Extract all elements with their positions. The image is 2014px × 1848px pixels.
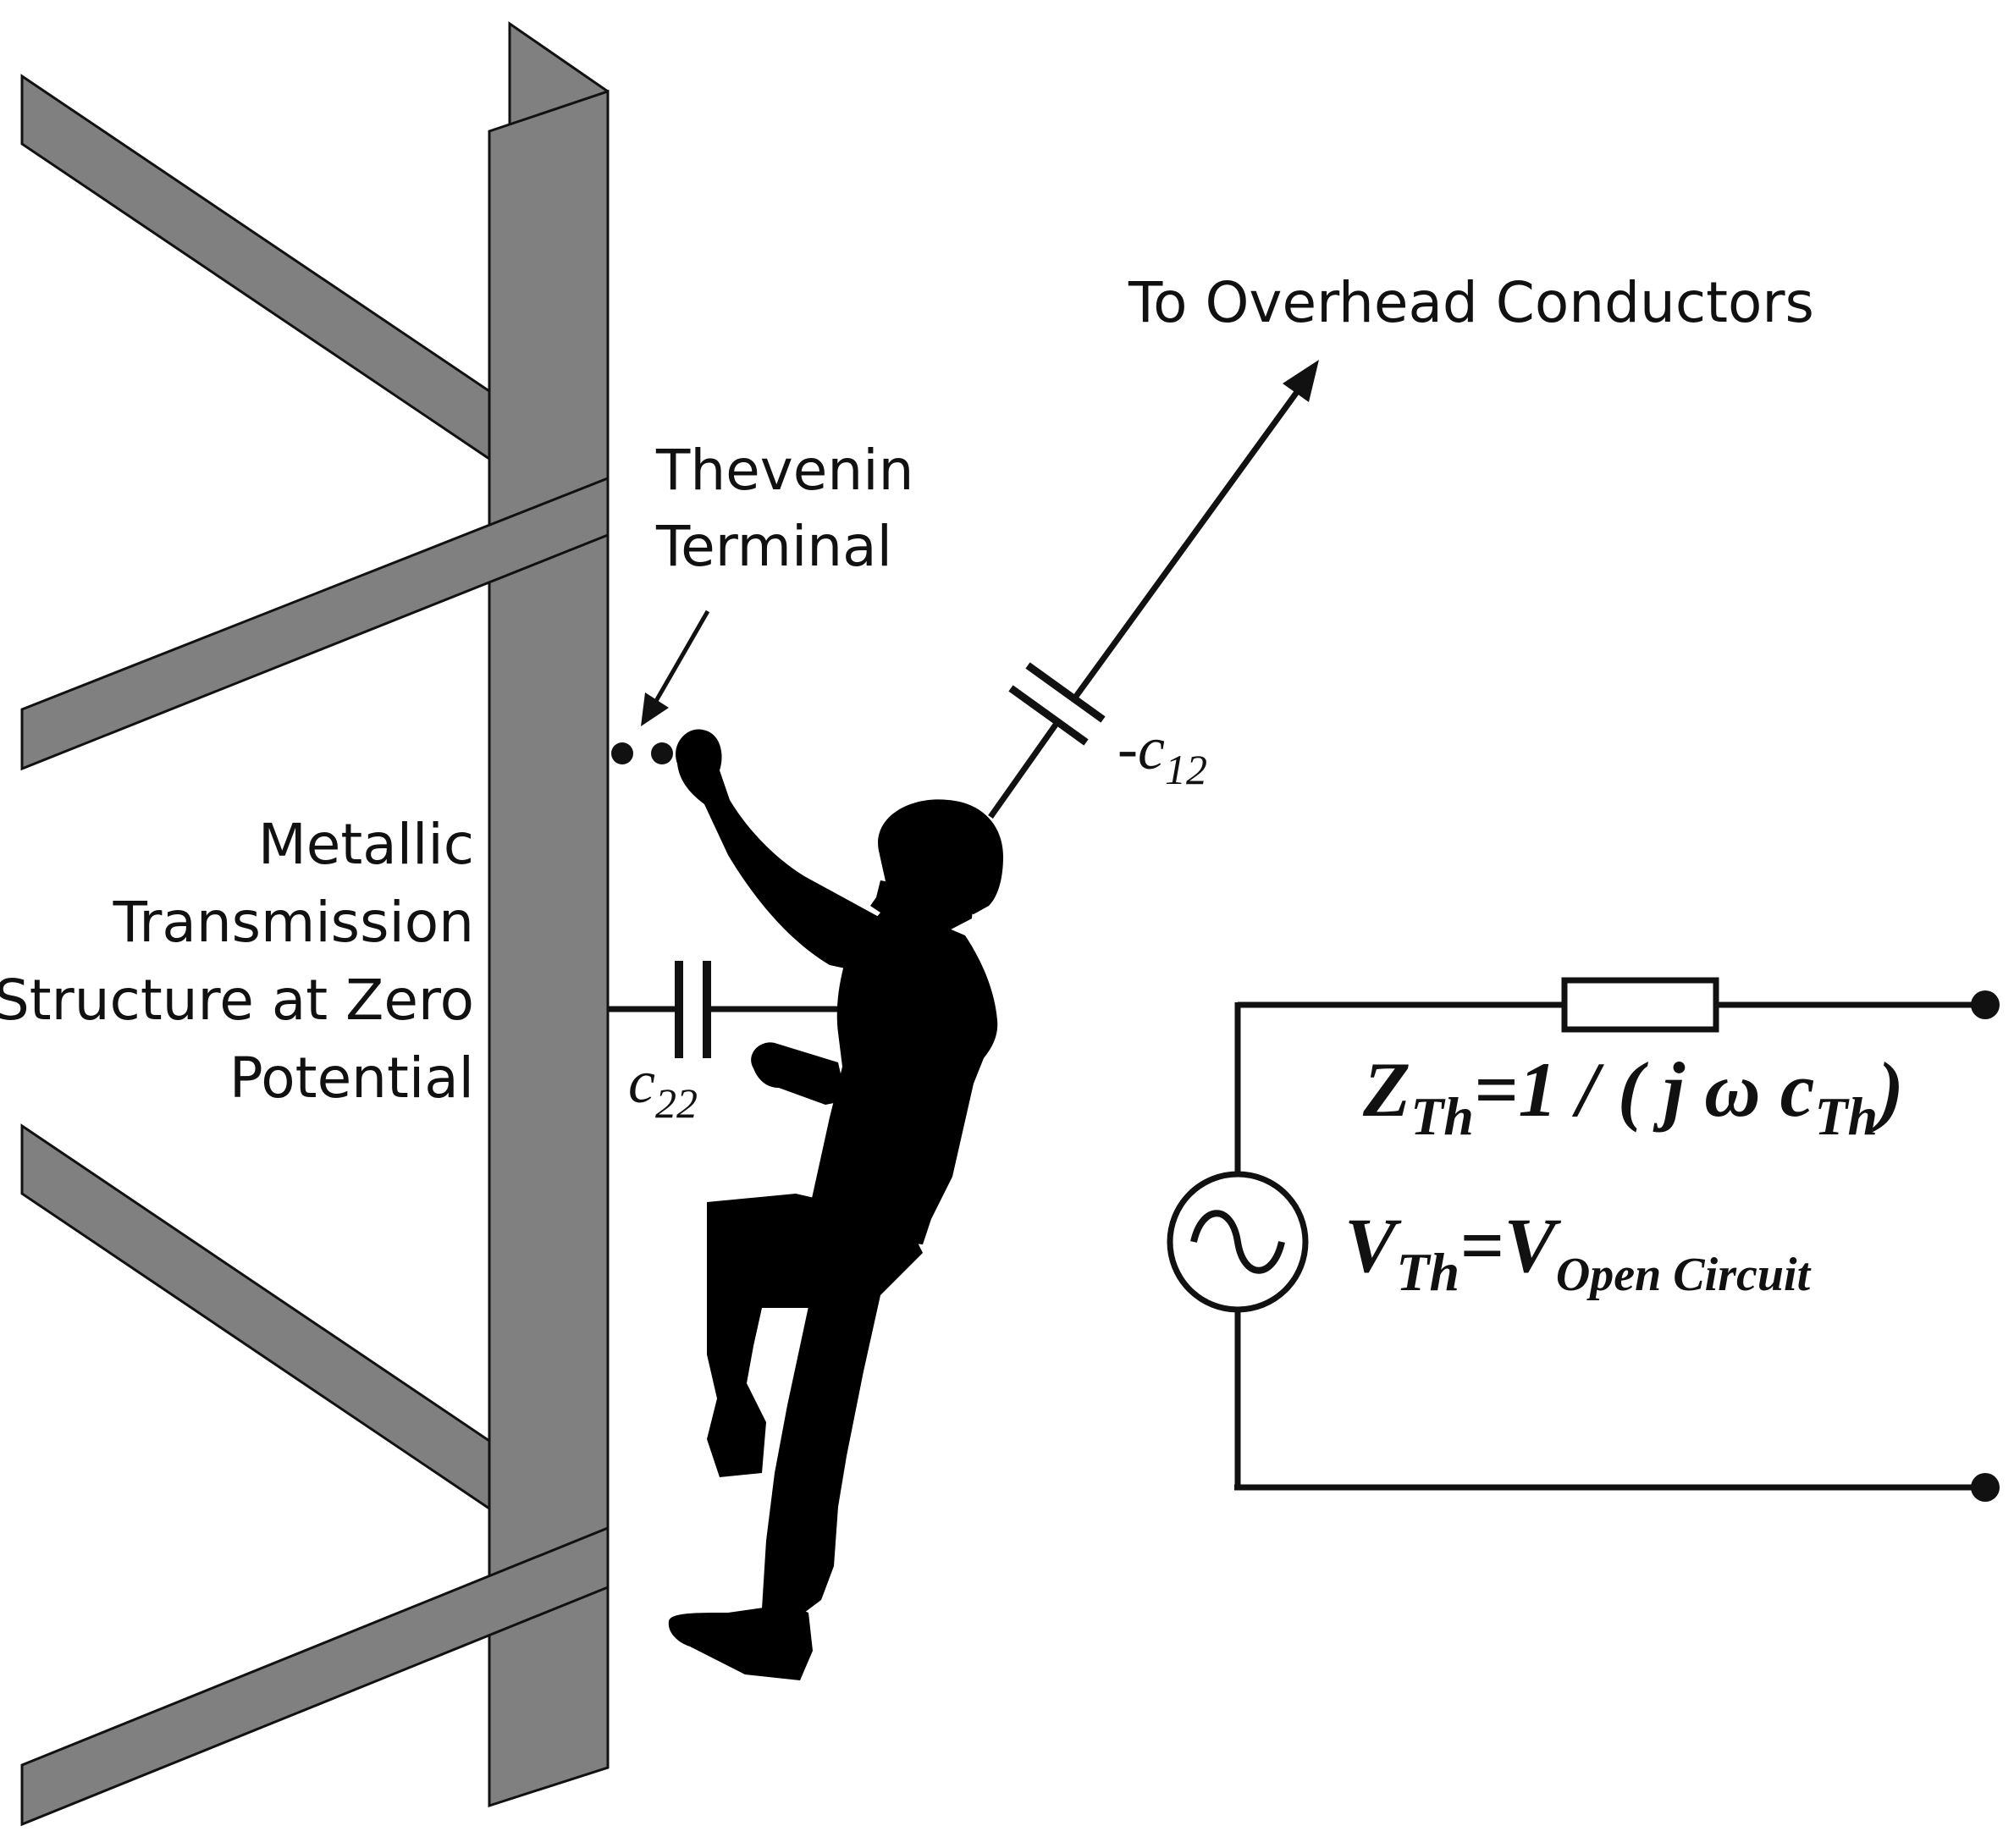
capacitor-c22 [608, 961, 847, 1058]
thevenin-impedance-equation: ZTh=1 / ( j ω cTh) [1362, 1046, 1904, 1146]
thevenin-circuit [1167, 977, 1985, 1491]
tower-brace-lower-right [20, 1525, 610, 1827]
worker-standing-leg [762, 1287, 880, 1613]
worker-raised-arm [676, 729, 897, 978]
structure-label-line3: Structure at Zero [0, 968, 474, 1033]
thevenin-terminal-dot-right [651, 742, 673, 764]
worker-helmet [878, 799, 1003, 914]
structure-label-line1: Metallic [258, 812, 474, 877]
overhead-arrow-head [1283, 360, 1319, 402]
worker-shin [707, 1380, 766, 1477]
structure-label: Metallic Transmission Structure at Zero … [0, 812, 474, 1111]
capacitor-c12-label: -c12 [1117, 714, 1207, 793]
structure-label-line2: Transmission [113, 890, 474, 955]
thevenin-arrow-head [641, 692, 669, 726]
circuit-terminal-bottom[interactable] [1971, 1473, 2000, 1502]
transmission-structure [20, 21, 610, 1827]
thevenin-label-line1: Thevenin [655, 438, 913, 503]
thevenin-terminal-dot-left [611, 742, 633, 764]
circuit-terminal-top[interactable] [1971, 990, 2000, 1019]
capacitor-c12 [1008, 662, 1106, 746]
capacitor-c12-plate-b [1025, 662, 1106, 723]
tower-brace-upper-right [20, 476, 610, 771]
worker-silhouette [668, 729, 1003, 1680]
worker-foot [668, 1604, 813, 1680]
to-overhead-label: To Overhead Conductors [1128, 270, 1814, 335]
ac-sine-wave [1190, 1210, 1285, 1274]
tower-brace-upper-left [20, 74, 491, 461]
thevenin-arrow [641, 610, 710, 726]
worker-lower-arm [751, 1042, 847, 1105]
tower-brace-lower-left [20, 1123, 491, 1511]
thevenin-voltage-equation: VTh=VOpen Circuit [1344, 1202, 1812, 1302]
impedance-box-icon [1561, 977, 1719, 1033]
capacitor-c22-label: c22 [628, 1048, 698, 1127]
overhead-conductor-line [988, 380, 1306, 819]
thevenin-label-line2: Terminal [655, 514, 892, 579]
worker-torso [811, 914, 998, 1244]
structure-label-line4: Potential [229, 1045, 474, 1111]
capacitor-c12-plate-a [1008, 685, 1089, 746]
